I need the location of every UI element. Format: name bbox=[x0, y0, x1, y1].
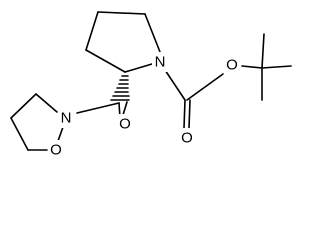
bond-ccarb-oester bbox=[186, 73, 224, 101]
bond-camide-oamide-2 bbox=[122, 101, 128, 116]
bond-cq-me1 bbox=[261, 33, 265, 69]
atom-n-isoxazolidine: N bbox=[61, 110, 72, 127]
bond-n1-c5 bbox=[144, 13, 161, 53]
bond-ccarb-ocarb-2 bbox=[188, 99, 191, 129]
bonds bbox=[10, 11, 292, 151]
bond-ccarb-ocarb-1 bbox=[183, 99, 186, 129]
bond-c-c bbox=[10, 93, 37, 119]
atom-labels: N N O O O O bbox=[48, 52, 240, 160]
bond-oester-cq bbox=[241, 65, 263, 69]
atom-o-ring: O bbox=[50, 142, 62, 159]
bond-c3-c2 bbox=[85, 49, 126, 73]
hashed-wedge-bond bbox=[110, 75, 130, 101]
bond-oring-niso bbox=[57, 126, 64, 142]
atom-o-amide: O bbox=[119, 116, 131, 133]
bond-c4-c3 bbox=[85, 11, 99, 51]
atom-o-ester: O bbox=[226, 57, 238, 74]
bond-niso-c bbox=[35, 93, 58, 113]
bond-cq-me2 bbox=[261, 65, 292, 69]
bond-c5-c4 bbox=[97, 11, 146, 15]
bond-camide-namide bbox=[76, 102, 120, 114]
bond-n1-ccarb bbox=[164, 69, 186, 101]
bond-n1-c2 bbox=[124, 63, 153, 73]
atom-o-carbonyl: O bbox=[181, 130, 193, 147]
molecule-structure: N N O O O O bbox=[10, 11, 292, 160]
bond-c-c2 bbox=[10, 117, 29, 151]
atom-n-pyrrolidine: N bbox=[155, 54, 166, 71]
